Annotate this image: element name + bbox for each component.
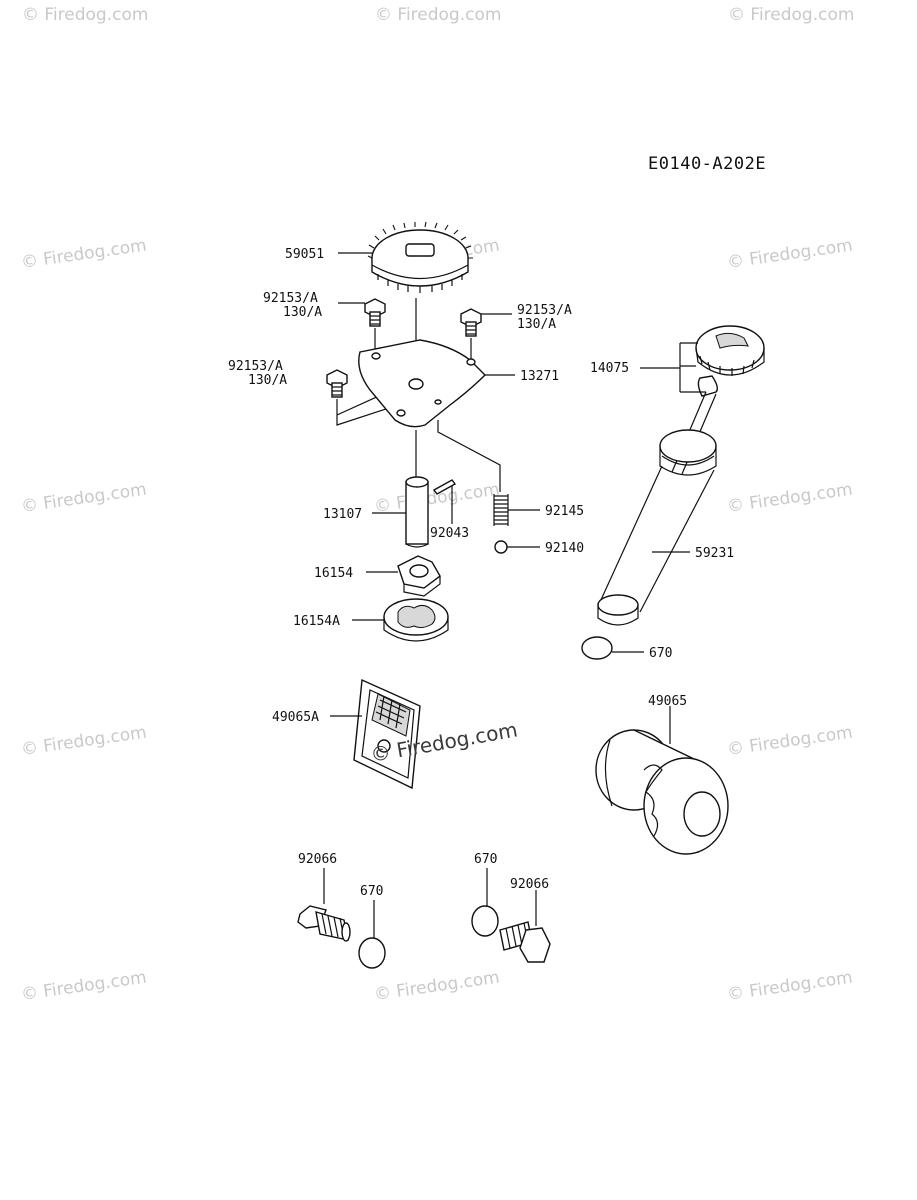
watermark-text: © Firedog.com [373, 968, 501, 1005]
part-label-670: 670 [360, 884, 383, 899]
part-label-16154a: 16154A [293, 614, 340, 629]
inner-rotor [397, 555, 441, 597]
part-label-130a: 130/A [517, 317, 556, 332]
diagram-code: E0140-A202E [648, 154, 766, 174]
watermark-text: © Firedog.com [375, 5, 501, 25]
watermark-text: © Firedog.com [373, 480, 501, 517]
part-label-92043: 92043 [430, 526, 469, 541]
drive-gear [367, 221, 473, 293]
part-label-92153a: 92153/A [517, 303, 572, 318]
drain-plug-left [297, 905, 351, 942]
part-label-49065a: 49065A [272, 710, 319, 725]
watermark-text: © Firedog.com [728, 5, 854, 25]
assembly-axis [437, 420, 501, 492]
watermark-text: © Firedog.com [20, 723, 148, 760]
bolt-right-top [460, 308, 482, 337]
part-label-16154: 16154 [314, 566, 353, 581]
part-label-59231: 59231 [695, 546, 734, 561]
o-ring [581, 636, 613, 660]
part-label-130a: 130/A [248, 373, 287, 388]
watermark-text: © Firedog.com [726, 968, 854, 1005]
pump-cover-plate [358, 339, 486, 428]
oil-filter [595, 729, 729, 855]
o-ring [358, 937, 386, 969]
part-label-92153a: 92153/A [263, 291, 318, 306]
watermark-text: © Firedog.com [726, 723, 854, 760]
o-ring [471, 905, 499, 937]
part-label-59051: 59051 [285, 247, 324, 262]
part-label-92066: 92066 [298, 852, 337, 867]
part-label-92145: 92145 [545, 504, 584, 519]
part-label-13107: 13107 [323, 507, 362, 522]
watermark-text: © Firedog.com [20, 968, 148, 1005]
watermark-text: © Firedog.com [20, 236, 148, 273]
dipstick-tube [597, 429, 717, 626]
watermark-text: © Firedog.com [20, 480, 148, 517]
part-label-92140: 92140 [545, 541, 584, 556]
watermark-text: © Firedog.com [22, 5, 148, 25]
watermark-text: © Firedog.com [726, 480, 854, 517]
pump-pin [432, 479, 457, 495]
outer-rotor [383, 598, 449, 642]
part-label-13271: 13271 [520, 369, 559, 384]
part-label-670: 670 [649, 646, 672, 661]
bolt-left-top [364, 298, 386, 327]
part-label-49065: 49065 [648, 694, 687, 709]
drain-plug-right [499, 921, 551, 963]
part-label-92153a: 92153/A [228, 359, 283, 374]
part-label-92066: 92066 [510, 877, 549, 892]
relief-ball [494, 540, 508, 554]
part-label-670: 670 [474, 852, 497, 867]
oil-strainer [353, 678, 421, 790]
pump-shaft [405, 476, 429, 548]
part-label-130a: 130/A [283, 305, 322, 320]
bolt-left-mid [326, 369, 348, 398]
part-label-14075: 14075 [590, 361, 629, 376]
dipstick-cap [695, 325, 765, 397]
watermark-text: © Firedog.com [726, 236, 854, 273]
